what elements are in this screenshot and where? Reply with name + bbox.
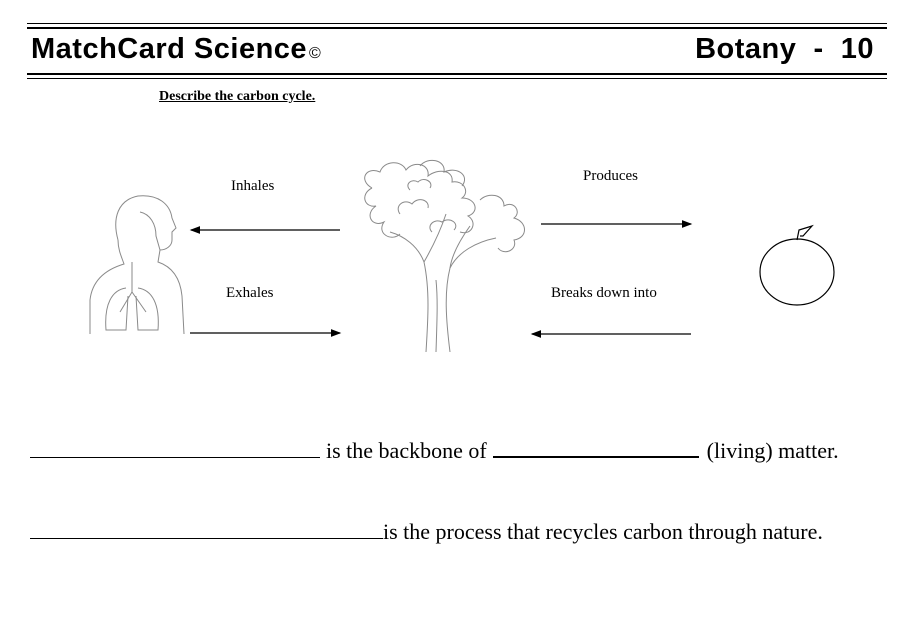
blank-1[interactable] (30, 435, 320, 458)
sentence-backbone: is the backbone of (living) matter. (30, 434, 839, 464)
brand-title: MatchCard Science© (31, 33, 321, 66)
inhales-label: Inhales (231, 178, 275, 194)
bottom-rule-thick (27, 73, 887, 75)
sentence-carbon-cycle: is the process that recycles carbon thro… (30, 516, 823, 545)
top-rule-thick (27, 27, 887, 29)
apple-icon (759, 224, 835, 306)
sentence-1-middle: is the backbone of (326, 438, 487, 463)
produces-label: Produces (583, 168, 638, 184)
human-lungs-icon (89, 195, 185, 335)
breaks-down-label: Breaks down into (551, 285, 657, 301)
blank-3[interactable] (30, 516, 383, 539)
copyright-symbol: © (309, 45, 322, 62)
blank-2[interactable] (492, 434, 699, 458)
sentence-1-end: (living) matter. (706, 438, 839, 463)
sentence-2-end: is the process that recycles carbon thro… (383, 519, 823, 544)
tree-icon (364, 159, 525, 353)
subject-title: Botany - 10 (695, 33, 874, 65)
brand-name: MatchCard Science (31, 33, 308, 65)
top-rule-thin (27, 23, 887, 24)
bottom-rule-thin (27, 78, 887, 79)
exhales-label: Exhales (226, 285, 274, 301)
question-prompt: Describe the carbon cycle. (159, 89, 316, 104)
